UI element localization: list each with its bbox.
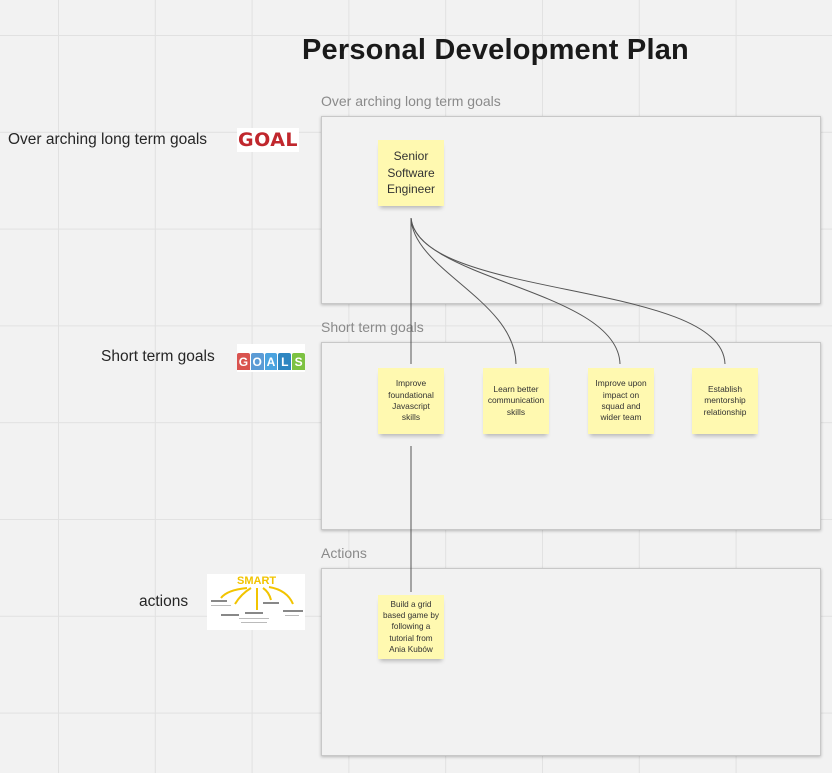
goal-image-text: GOAL: [237, 129, 299, 151]
smart-image-text: SMART: [237, 575, 277, 587]
sticky-senior-software-engineer[interactable]: Senior Software Engineer: [378, 140, 444, 206]
board-title: Personal Development Plan: [302, 34, 689, 66]
smart-diagram-arrows: [211, 586, 303, 623]
row-label-short-term[interactable]: Short term goals: [101, 348, 215, 365]
smart-goals-diagram-image[interactable]: SMART: [207, 574, 305, 630]
sticky-improve-javascript[interactable]: Improve foundational Javascript skills: [378, 368, 444, 434]
sticky-impact-squad[interactable]: Improve upon impact on squad and wider t…: [588, 368, 654, 434]
sticky-grid-game-action[interactable]: Build a grid based game by following a t…: [378, 595, 444, 659]
sticky-mentorship[interactable]: Establish mentorship relationship: [692, 368, 758, 434]
row-label-actions[interactable]: actions: [139, 593, 189, 610]
goal-target-image[interactable]: GOAL: [237, 128, 299, 152]
goals-tags-image[interactable]: G O A L S: [237, 344, 305, 372]
frame-label-long-term[interactable]: Over arching long term goals: [321, 93, 501, 109]
frame-actions[interactable]: [321, 568, 821, 756]
sticky-communication-skills[interactable]: Learn better communication skills: [483, 368, 549, 434]
frame-label-actions[interactable]: Actions: [321, 545, 367, 561]
frame-label-short-term[interactable]: Short term goals: [321, 319, 424, 335]
row-label-long-term[interactable]: Over arching long term goals: [8, 131, 208, 148]
